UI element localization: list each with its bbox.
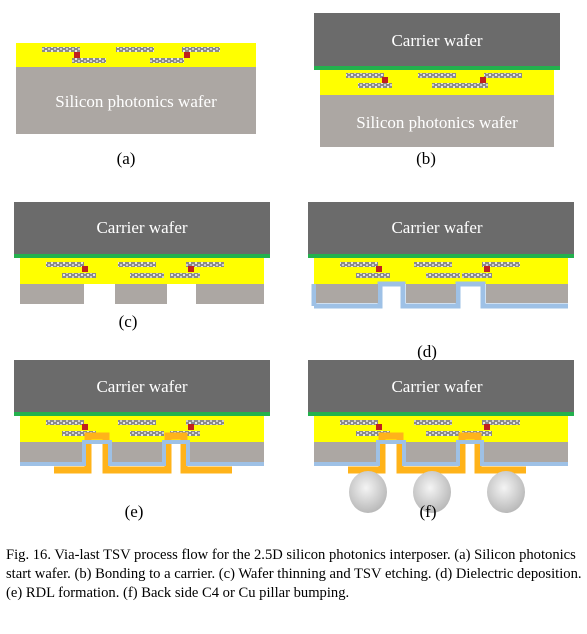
panel-label: (a)	[117, 149, 136, 168]
metal-lines	[340, 262, 520, 278]
panel-a: Silicon photonics wafer (a)	[16, 43, 256, 168]
wafer-label: Silicon photonics wafer	[55, 92, 217, 111]
beol-layer	[16, 43, 256, 67]
dielectric-liner	[314, 440, 568, 466]
c4-bumps	[349, 471, 525, 513]
carrier-label: Carrier wafer	[391, 31, 482, 50]
beol-layer	[20, 258, 264, 284]
caption-text: Fig. 16. Via-last TSV process flow for t…	[6, 547, 582, 601]
bond-layer	[14, 254, 270, 258]
carrier-wafer	[14, 202, 270, 255]
carrier-label: Carrier wafer	[96, 377, 187, 396]
beol-layer	[20, 416, 264, 442]
bump	[487, 471, 525, 513]
silicon-photonics-wafer	[16, 67, 256, 134]
dielectric-liner	[20, 440, 264, 466]
beol-layer	[314, 258, 568, 284]
carrier-label: Carrier wafer	[391, 377, 482, 396]
panel-f: Carrier wafer (f)	[308, 360, 574, 521]
panel-c: Carrier wafer (c)	[14, 202, 270, 331]
bond-layer	[308, 254, 574, 258]
panel-label: (f)	[420, 502, 437, 521]
thinned-wafer-segments	[316, 284, 568, 303]
thinned-wafer-segments	[20, 284, 264, 304]
carrier-wafer	[308, 360, 574, 413]
rdl-layer	[348, 432, 526, 474]
carrier-label: Carrier wafer	[391, 218, 482, 237]
process-flow-diagram: Silicon photonics wafer (a) Carrier wafe…	[14, 13, 574, 521]
panel-label: (d)	[417, 342, 437, 361]
beol-layer	[314, 416, 568, 442]
panel-label: (c)	[119, 312, 138, 331]
bond-layer	[308, 412, 574, 416]
carrier-wafer	[314, 13, 560, 68]
wafer-label: Silicon photonics wafer	[356, 113, 518, 132]
rdl-layer	[54, 432, 232, 474]
metal-lines	[42, 47, 220, 63]
carrier-label: Carrier wafer	[96, 218, 187, 237]
bump	[413, 471, 451, 513]
bond-layer	[14, 412, 270, 416]
dielectric-liner	[311, 281, 568, 309]
bump	[349, 471, 387, 513]
metal-lines	[346, 73, 522, 88]
panel-label: (e)	[125, 502, 144, 521]
panel-label: (b)	[416, 149, 436, 168]
thinned-wafer-segments	[20, 442, 264, 462]
panel-d: Carrier wafer (d)	[308, 202, 574, 361]
metal-lines	[46, 262, 224, 278]
silicon-photonics-wafer	[320, 95, 554, 147]
panel-b: Carrier wafer Silicon photonics wafer (b…	[314, 13, 560, 168]
panel-e: Carrier wafer (e)	[14, 360, 270, 521]
bond-layer	[314, 66, 560, 70]
figure-caption: Fig. 16. Via-last TSV process flow for t…	[6, 546, 584, 603]
carrier-wafer	[14, 360, 270, 413]
thinned-wafer-segments	[314, 442, 568, 462]
carrier-wafer	[308, 202, 574, 255]
